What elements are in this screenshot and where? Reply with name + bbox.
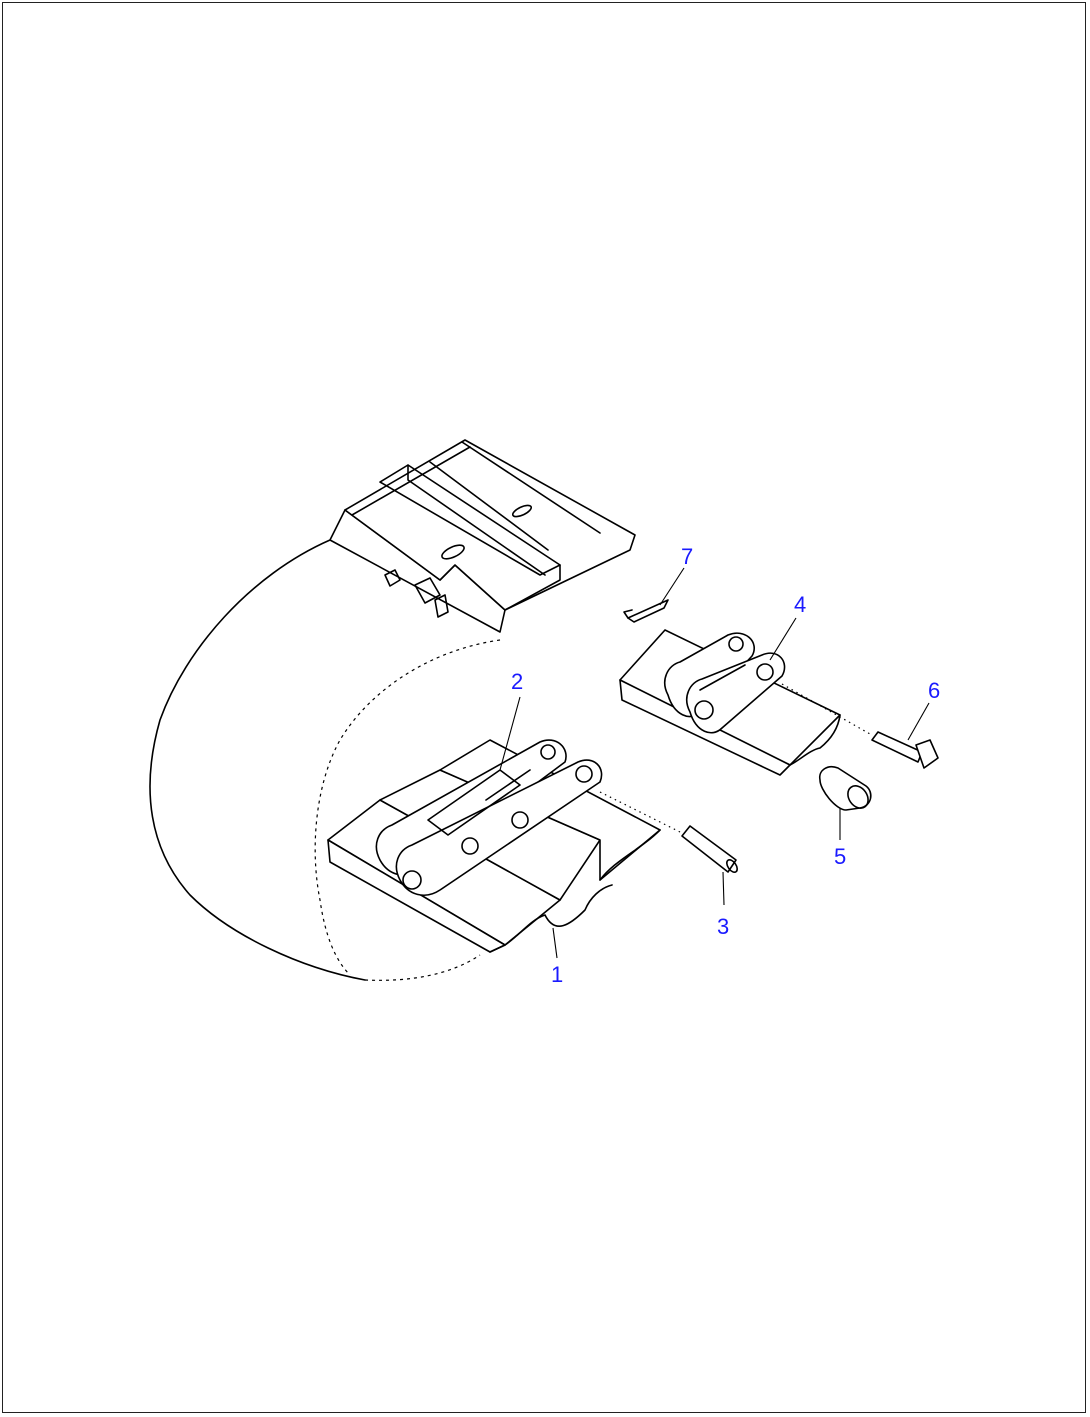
callout-6: 6: [928, 678, 940, 703]
bushing: [818, 765, 872, 811]
callout-3: 3: [717, 914, 729, 939]
cotter-pin: [623, 599, 669, 623]
track-loop-outline: [149, 539, 501, 981]
bolt: [781, 683, 939, 769]
callout-labels: 1 2 3 4 5 6 7: [511, 544, 940, 987]
top-track-shoe: [329, 439, 636, 633]
callout-2: 2: [511, 669, 523, 694]
callout-5: 5: [834, 844, 846, 869]
callout-1: 1: [551, 962, 563, 987]
shoe-link-assembly: [327, 739, 661, 953]
master-link-assembly: [619, 629, 841, 776]
callout-4: 4: [794, 592, 806, 617]
master-pin: [599, 791, 738, 873]
callout-7: 7: [681, 544, 693, 569]
leader-lines: [499, 567, 930, 959]
